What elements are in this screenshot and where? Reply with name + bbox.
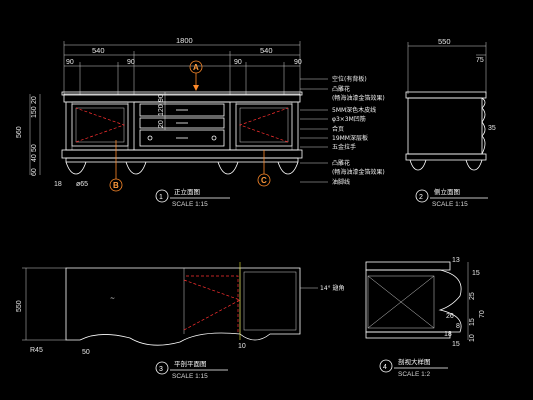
note-0: 空位(有背板) [332, 75, 367, 83]
dim-foot-dia: ø65 [76, 181, 88, 188]
detail-dim-l0: 26 [446, 313, 454, 320]
side-view-number: 2 [419, 194, 423, 201]
plan-view-number: 3 [159, 366, 163, 373]
plan-section: 550 ~ 14° 翅角 R45 50 10 3 平剖平面图 SCALE 1:1… [16, 262, 345, 380]
dim-90-b: 90 [127, 59, 135, 66]
side-view-scale: SCALE 1:15 [432, 201, 468, 208]
plan-dim-10: 10 [238, 343, 246, 350]
note-3: 5MM深色木皮线 [332, 106, 376, 114]
dim-90-a: 90 [66, 59, 74, 66]
dim-foot-18: 18 [54, 181, 62, 188]
note-6: 19MM深层板 [332, 134, 368, 142]
dim-h-20: 20 [31, 96, 38, 104]
dim-height-560: 560 [16, 126, 23, 138]
note-1: 凸雕花 [332, 85, 350, 93]
dim-90-c: 90 [234, 59, 242, 66]
detail-view-scale: SCALE 1:2 [398, 371, 431, 378]
front-elevation: 1800 540 540 90 90 90 90 20 120 90 A [16, 36, 385, 208]
detail-dim-l1: 8 [456, 323, 460, 330]
dim-h-50: 50 [31, 144, 38, 152]
side-dim-right: 35 [488, 125, 496, 132]
note-9: (畅海油漆金箔效果) [332, 168, 385, 176]
front-view-title: 正立面图 [174, 187, 200, 196]
note-8: 凸雕花 [332, 159, 350, 167]
side-dim-top: 75 [476, 57, 484, 64]
side-view-title: 侧立面图 [434, 187, 460, 196]
tag-a: A [193, 63, 199, 72]
plan-dim-r: R45 [30, 347, 43, 354]
detail-dim-r0: 13 [452, 257, 460, 264]
front-notes: 空位(有背板) 凸雕花 (畅海油漆金箔效果) 5MM深色木皮线 φ3×3M凹筋 … [300, 75, 385, 186]
detail-view-title: 剖视大样图 [398, 357, 431, 366]
dim-mid-b: 120 [158, 104, 165, 116]
dim-right-540: 540 [260, 46, 273, 55]
note-5: 合页 [332, 125, 344, 133]
plan-logo: ~ [110, 295, 115, 302]
note-7: 五金拉手 [332, 143, 356, 151]
dim-mid-a: 20 [158, 120, 165, 128]
dim-h-60: 60 [31, 168, 38, 176]
dim-90-d: 90 [294, 59, 302, 66]
plan-dim-depth: 550 [16, 300, 23, 312]
dim-mid-c: 90 [158, 94, 165, 102]
plan-view-scale: SCALE 1:15 [172, 373, 208, 380]
detail-dim-l3: 15 [452, 341, 460, 348]
dim-h-150: 150 [31, 106, 38, 118]
tag-c: C [261, 176, 267, 185]
plan-dim-50: 50 [82, 349, 90, 356]
dim-h-40: 40 [31, 154, 38, 162]
detail-section: 13 15 25 70 15 10 26 8 18 15 4 剖视大样图 SCA… [365, 257, 486, 378]
plan-note: 14° 翅角 [320, 284, 345, 292]
side-elevation: 550 75 35 2 侧立面图 SCALE 1:15 [405, 37, 496, 208]
detail-view-number: 4 [383, 364, 387, 371]
front-view-scale: SCALE 1:15 [172, 201, 208, 208]
dim-total-width: 1800 [176, 36, 193, 45]
detail-dim-r4: 15 [469, 318, 476, 326]
note-2: (畅海油漆金箔效果) [332, 94, 385, 102]
plan-view-title: 平剖平面图 [174, 359, 207, 368]
detail-dim-r1: 15 [472, 270, 480, 277]
detail-dim-l2: 18 [444, 331, 452, 338]
tag-b: B [113, 181, 119, 190]
detail-dim-r2: 25 [469, 292, 476, 300]
note-10: 油脚线 [332, 178, 350, 186]
detail-dim-r3: 70 [479, 310, 486, 318]
side-dim-width: 550 [438, 37, 451, 46]
front-view-number: 1 [159, 194, 163, 201]
dim-left-540: 540 [92, 46, 105, 55]
detail-dim-r5: 10 [469, 334, 476, 342]
note-4: φ3×3M凹筋 [332, 115, 366, 123]
